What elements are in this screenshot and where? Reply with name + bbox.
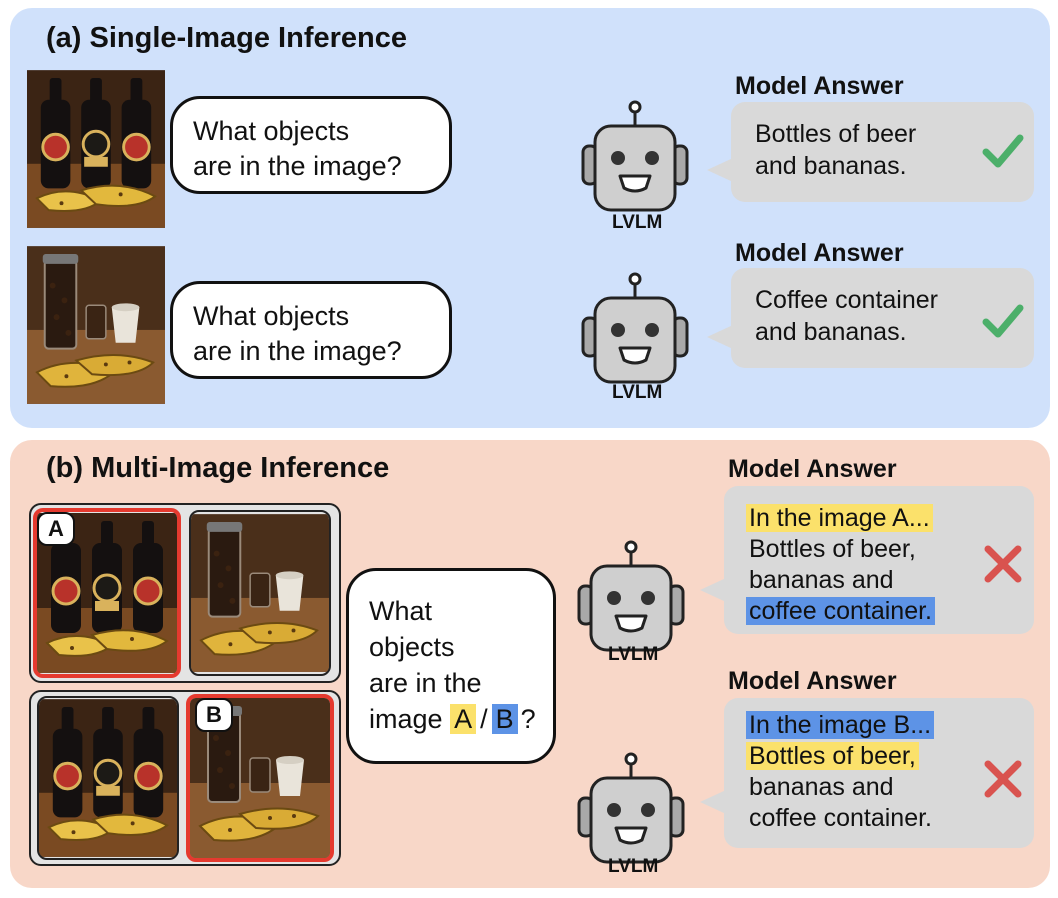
answer-bubble-tail: [707, 158, 733, 182]
answer-highlight-a: Bottles of beer,: [746, 742, 919, 770]
image-b-selected: [186, 694, 334, 862]
answer-line: Bottles of beer: [755, 120, 917, 148]
answer-line: Bottles of beer,: [746, 741, 1034, 772]
robot-icon: [576, 540, 686, 660]
option-separator: /: [480, 704, 488, 734]
answer-line: and bananas.: [755, 152, 907, 180]
question-word-image: image: [369, 704, 443, 734]
question-line: What: [369, 596, 433, 626]
answer-bubble: In the image B... Bottles of beer, banan…: [724, 698, 1034, 848]
question-bubble: What objects are in the image?: [170, 96, 452, 194]
check-icon: [982, 130, 1024, 172]
question-mark: ?: [520, 704, 536, 734]
answer-bubble-tail: [700, 578, 726, 602]
question-line: are in the image?: [193, 336, 402, 366]
image-b-thumbnail: [189, 510, 331, 676]
model-answer-label: Model Answer: [728, 455, 897, 483]
option-a-highlight: A: [450, 704, 477, 734]
question-line: are in the: [369, 668, 482, 698]
answer-line: In the image B...: [746, 710, 1034, 741]
answer-line: coffee container.: [746, 596, 1034, 627]
image-a-selected: [33, 508, 181, 678]
answer-line: coffee container.: [749, 804, 933, 832]
answer-bubble: In the image A... Bottles of beer, banan…: [724, 486, 1034, 634]
answer-highlight-b: coffee container.: [746, 597, 936, 625]
answer-line: In the image A...: [746, 503, 1034, 534]
option-b-highlight: B: [491, 704, 518, 734]
question-line: are in the image?: [193, 151, 402, 181]
lvlm-label: LVLM: [608, 856, 659, 877]
robot-icon: [580, 272, 690, 392]
answer-line: and bananas.: [755, 318, 907, 346]
image-b-badge: B: [195, 698, 233, 732]
model-answer-label: Model Answer: [728, 667, 897, 695]
answer-line: Coffee container: [755, 286, 938, 314]
answer-highlight-a: In the image A...: [746, 504, 933, 532]
panel-b-title: (b) Multi-Image Inference: [46, 452, 390, 484]
robot-icon: [576, 752, 686, 872]
answer-bubble: Coffee container and bananas.: [731, 268, 1034, 368]
answer-bubble-tail: [700, 790, 726, 814]
beer-bananas-image: [27, 68, 165, 230]
answer-line: Bottles of beer,: [749, 535, 916, 563]
cross-icon: [982, 543, 1024, 585]
question-bubble: What objects are in the image?: [170, 281, 452, 379]
robot-icon: [580, 100, 690, 220]
coffee-bananas-image: [27, 244, 165, 406]
lvlm-label: LVLM: [608, 644, 659, 665]
answer-line: bananas and: [749, 566, 894, 594]
model-answer-label: Model Answer: [735, 239, 904, 267]
answer-line: bananas and: [749, 773, 894, 801]
image-a-thumbnail: [37, 696, 179, 860]
question-bubble-multi: What objects are in the image A/B?: [346, 568, 556, 764]
question-line: objects: [369, 632, 455, 662]
question-line: image A/B?: [369, 701, 553, 737]
answer-highlight-b: In the image B...: [746, 711, 935, 739]
image-a-badge: A: [37, 512, 75, 546]
cross-icon: [982, 758, 1024, 800]
check-icon: [982, 300, 1024, 342]
lvlm-label: LVLM: [612, 382, 663, 403]
question-line: What objects: [193, 116, 350, 146]
question-line: What objects: [193, 301, 350, 331]
lvlm-label: LVLM: [612, 212, 663, 233]
panel-a-title: (a) Single-Image Inference: [46, 22, 407, 54]
answer-bubble-tail: [707, 325, 733, 349]
model-answer-label: Model Answer: [735, 72, 904, 100]
